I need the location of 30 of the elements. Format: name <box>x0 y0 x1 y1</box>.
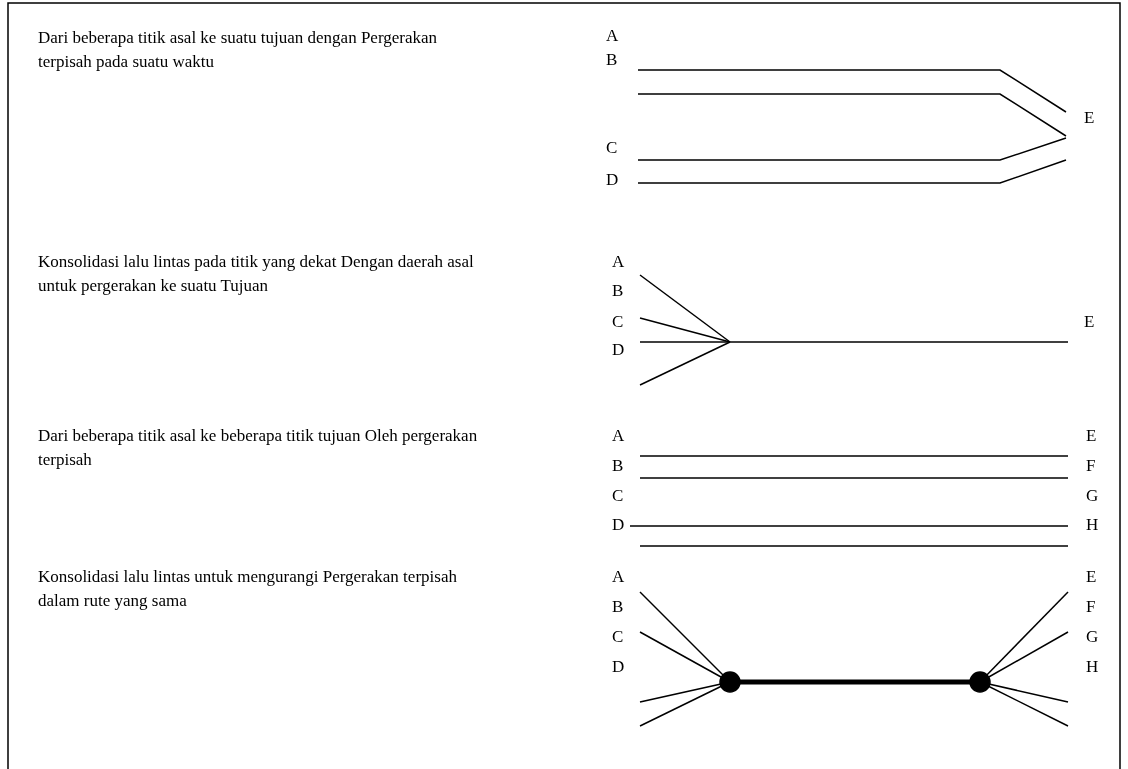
point-label: D <box>612 339 625 361</box>
description-text: Konsolidasi lalu lintas pada titik yang dekat Dengan daerah asal untuk pergerakan ke suatu Tujuan <box>38 251 475 297</box>
point-label: A <box>612 251 625 273</box>
point-label: C <box>612 311 624 333</box>
point-label: D <box>612 514 625 536</box>
point-label: C <box>612 485 624 507</box>
point-label: E <box>1086 425 1097 447</box>
point-label: F <box>1086 455 1096 477</box>
point-label: G <box>1086 485 1099 507</box>
point-label: C <box>606 137 618 159</box>
point-label: E <box>1086 566 1097 588</box>
point-label: B <box>612 280 624 302</box>
point-label: H <box>1086 656 1099 678</box>
description-text: Konsolidasi lalu lintas untuk mengurangi Pergerakan terpisah dalam rute yang sama <box>38 566 458 612</box>
point-label: F <box>1086 596 1096 618</box>
point-label: D <box>606 169 619 191</box>
point-label: A <box>612 425 625 447</box>
point-label: A <box>606 25 619 47</box>
point-label: G <box>1086 626 1099 648</box>
point-label: A <box>612 566 625 588</box>
point-label: B <box>612 455 624 477</box>
point-label: H <box>1086 514 1099 536</box>
point-label: B <box>606 49 618 71</box>
description-text: Dari beberapa titik asal ke suatu tujuan dengan Pergerakan terpisah pada suatu waktu <box>38 27 439 73</box>
point-label: E <box>1084 107 1095 129</box>
point-label: D <box>612 656 625 678</box>
description-text: Dari beberapa titik asal ke beberapa titik tujuan Oleh pergerakan terpisah <box>38 425 479 471</box>
point-label: E <box>1084 311 1095 333</box>
point-label: C <box>612 626 624 648</box>
point-label: B <box>612 596 624 618</box>
